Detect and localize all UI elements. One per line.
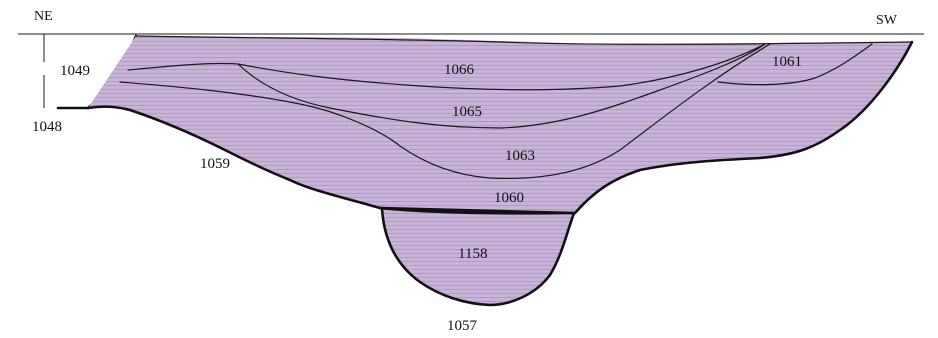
context-label-1059: 1059 [200,156,230,172]
cut-top-edge [135,35,913,45]
context-label-1061: 1061 [772,54,802,70]
interface-1060-base [378,206,577,215]
lower-pit-fill [382,209,574,305]
layer-1061-base [717,43,873,86]
context-label-1049: 1049 [60,63,90,79]
layer-1065-base [237,43,766,129]
layer-1063-base [119,43,771,180]
context-label-1158: 1158 [458,246,487,262]
context-label-1060: 1060 [494,190,524,206]
context-label-1066: 1066 [444,62,475,78]
context-label-1048: 1048 [32,119,62,135]
context-label-1063: 1063 [505,148,535,164]
lower-pit-outline [380,207,576,307]
main-cut-fill [88,36,912,212]
context-label-1065: 1065 [452,104,482,120]
layer-1066-base [127,43,766,91]
orientation-ne: NE [34,9,53,24]
context-label-1057: 1057 [447,318,478,334]
orientation-sw: SW [876,13,898,28]
